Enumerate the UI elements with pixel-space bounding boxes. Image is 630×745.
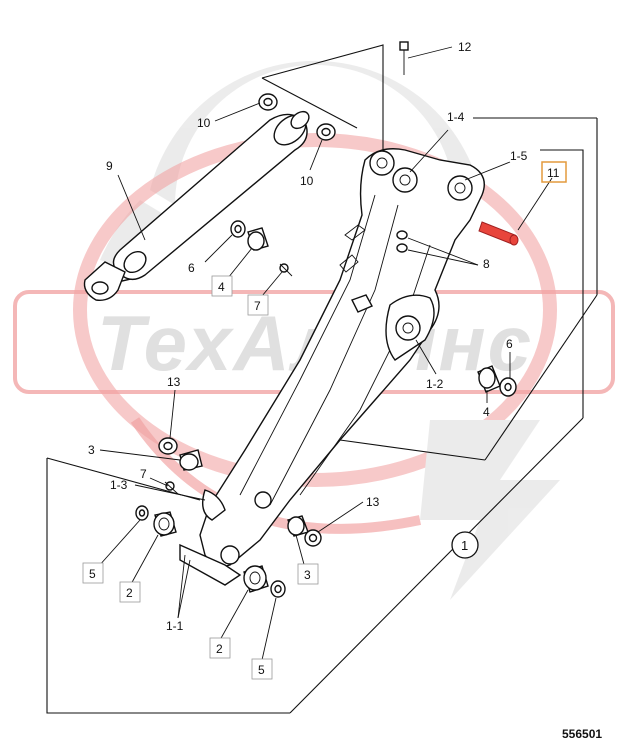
callout-11: 11 [547,166,560,180]
bushing-2-lower [243,565,269,593]
callout-1-5: 1-5 [510,149,528,163]
callout-6-right: 6 [506,337,513,351]
callout-2-left-box [119,581,141,603]
bushing-2-left [153,511,177,537]
callout-labels: 12 10 10 9 1-4 1-5 11 6 4 7 8 6 1-2 4 13… [82,40,567,680]
callout-2-lower-box [209,637,231,659]
callout-10-lower: 10 [300,174,314,188]
bushing-4-upper [247,227,269,251]
washer-13-left [158,437,178,455]
callout-3-right-box [297,563,319,585]
callout-4-upper-box [211,275,233,297]
callout-4-right: 4 [483,405,490,419]
pin-11-highlighted [478,221,519,246]
washer-5-left [135,505,149,521]
callout-11-box [541,161,567,183]
callout-5-left-box [82,562,104,584]
callout-3-left: 3 [88,443,95,457]
callout-6-upper: 6 [188,261,195,275]
callout-3-right: 3 [304,568,311,582]
callout-7-upper: 7 [254,299,261,313]
bushing-4-right [477,365,501,393]
leader-lines [97,46,553,661]
callout-1-3: 1-3 [110,478,128,492]
callout-9: 9 [106,159,113,173]
bolt-12 [399,41,409,75]
callout-13-left: 13 [167,375,181,389]
washer-10-lower [316,123,336,141]
washer-13-right [304,529,322,547]
callout-13-right: 13 [366,495,380,509]
callout-1-4: 1-4 [447,110,465,124]
callout-8: 8 [483,257,490,271]
assembly-outline [46,44,598,714]
callout-1: 1 [461,538,468,553]
grease-fitting-7-lower [164,481,179,495]
washer-6-right [499,377,517,397]
callout-10-upper: 10 [197,116,211,130]
watermark-ring [73,133,557,487]
callout-7-lower: 7 [140,467,147,481]
watermark-gear-left [100,200,165,270]
grease-fitting-7-upper [279,263,293,277]
washer-10-upper [258,93,278,111]
callout-5-left: 5 [89,567,96,581]
callout-7-upper-box [247,294,269,316]
boom-arm [179,148,485,586]
callout-1-2: 1-2 [426,377,444,391]
washer-6-upper [230,220,246,238]
watermark-bolt [420,420,560,600]
washer-5-lower [270,580,286,598]
callout-2-left: 2 [126,586,133,600]
callout-12: 12 [458,40,472,54]
callout-1-circle [451,531,479,559]
callout-2-lower: 2 [216,642,223,656]
bushing-3-right [287,515,309,537]
bushing-3-left [179,449,203,471]
drawing-number: 556501 [562,727,602,741]
callout-1-1: 1-1 [166,619,184,633]
callout-5-lower: 5 [258,663,265,677]
hydraulic-cylinder [83,110,310,301]
callout-4-upper: 4 [218,280,225,294]
callout-5-lower-box [251,658,273,680]
